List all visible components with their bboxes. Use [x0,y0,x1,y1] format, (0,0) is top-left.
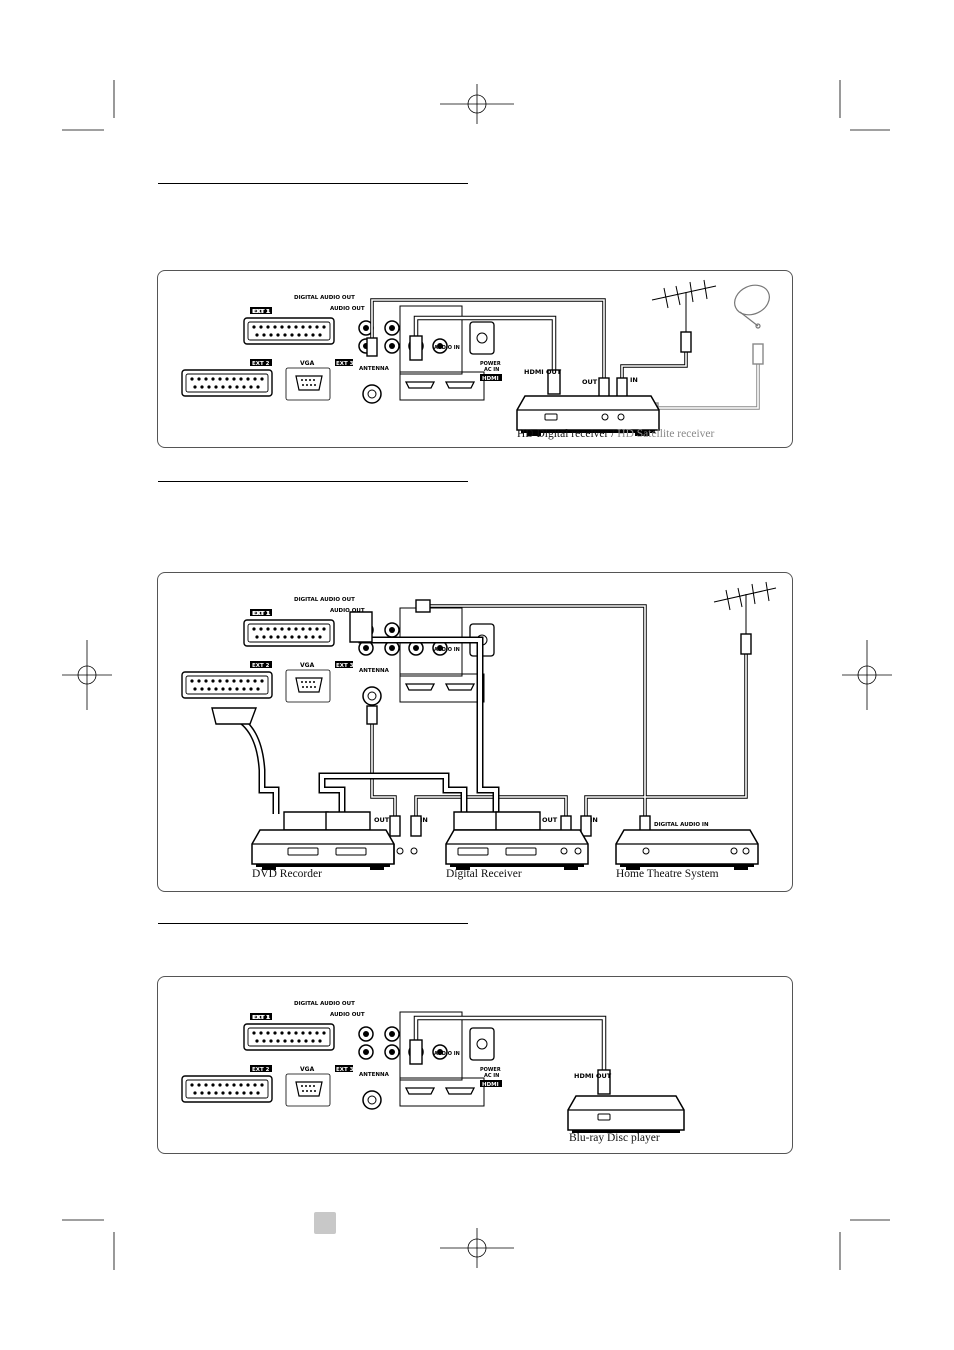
svg-text:HDMI: HDMI [482,1082,499,1088]
svg-text:EXT 2: EXT 2 [252,663,270,669]
svg-text:OUT: OUT [582,378,598,386]
svg-text:AC IN: AC IN [484,1073,499,1079]
satellite-dish-icon [734,284,770,329]
svg-text:HDMI: HDMI [482,376,499,382]
svg-text:VGA: VGA [300,1066,315,1073]
svg-text:EXT 1: EXT 1 [252,1015,270,1021]
svg-text:AUDIO OUT: AUDIO OUT [330,306,365,312]
svg-text:EXT 1: EXT 1 [252,611,270,617]
antenna-icon [713,581,777,634]
digital-receiver-box [445,829,589,871]
caption-hd-digital-receiver: HD Digital receiver / [517,428,615,440]
svg-text:IN: IN [590,816,598,824]
svg-text:EXT 3: EXT 3 [336,663,354,669]
svg-text:AUDIO IN: AUDIO IN [434,647,460,653]
svg-text:DIGITAL AUDIO IN: DIGITAL AUDIO IN [654,822,709,828]
tv-back-panel-3: DIGITAL AUDIO OUT AUDIO OUT EXT 1 EXT 2 … [181,1001,502,1110]
svg-text:AC IN: AC IN [484,367,499,373]
svg-text:EXT 2: EXT 2 [252,1067,270,1073]
section-rule-2 [158,481,468,482]
caption-hd-receiver: HD Digital receiver / HD Satellite recei… [517,428,714,440]
svg-text:AUDIO IN: AUDIO IN [434,1051,460,1057]
svg-text:POWER: POWER [480,1067,501,1073]
hd-receiver-box [516,395,660,437]
svg-text:ANTENNA: ANTENNA [359,1072,390,1078]
caption-hd-satellite-receiver: HD Satellite receiver [617,428,715,440]
tv-back-panel-1: DIGITAL AUDIO OUT AUDIO OUT EXT 1 EXT 2 … [181,295,502,404]
svg-text:HDMI OUT: HDMI OUT [524,368,562,376]
section-rule-3 [158,923,468,924]
svg-text:ANTENNA: ANTENNA [359,366,390,372]
dvd-recorder-box [251,829,418,871]
svg-text:AUDIO OUT: AUDIO OUT [330,608,365,614]
svg-text:EXT 3: EXT 3 [336,361,354,367]
svg-text:EXT 1: EXT 1 [252,309,270,315]
svg-text:VGA: VGA [300,360,315,367]
svg-text:ANTENNA: ANTENNA [359,668,390,674]
caption-home-theatre-system: Home Theatre System [616,868,719,880]
svg-text:EXT 3: EXT 3 [336,1067,354,1073]
svg-text:AUDIO OUT: AUDIO OUT [330,1012,365,1018]
svg-text:IN: IN [630,376,638,384]
svg-text:POWER: POWER [480,361,501,367]
svg-text:AUDIO IN: AUDIO IN [434,345,460,351]
svg-text:DIGITAL AUDIO OUT: DIGITAL AUDIO OUT [294,1001,355,1007]
bluray-player-box [567,1095,685,1133]
svg-text:DIGITAL AUDIO OUT: DIGITAL AUDIO OUT [294,597,355,603]
crop-marks [62,80,892,1270]
svg-text:OUT: OUT [374,816,390,824]
svg-text:IN: IN [420,816,428,824]
tv-back-panel-2: DIGITAL AUDIO OUT AUDIO OUT EXT 1 EXT 2 … [181,597,495,706]
antenna-icon [651,279,717,332]
svg-text:OUT: OUT [542,816,558,824]
svg-text:VGA: VGA [300,662,315,669]
caption-digital-receiver: Digital Receiver [446,868,522,880]
caption-dvd-recorder: DVD Recorder [252,868,322,880]
svg-text:DIGITAL AUDIO OUT: DIGITAL AUDIO OUT [294,295,355,301]
home-theatre-box [615,829,759,871]
satellite-cable [650,362,760,410]
svg-text:EXT 2: EXT 2 [252,361,270,367]
section-rule-1 [158,183,468,184]
caption-bluray-disc-player: Blu-ray Disc player [569,1132,660,1144]
svg-text:HDMI OUT: HDMI OUT [574,1072,612,1080]
page-number-marker [314,1212,336,1234]
